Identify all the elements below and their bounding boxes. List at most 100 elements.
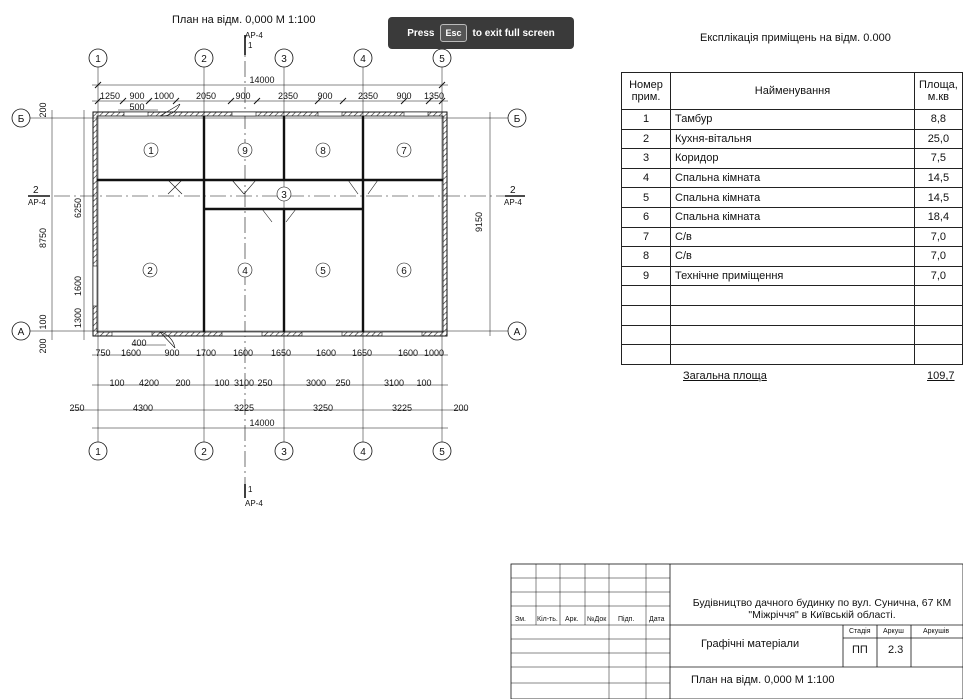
svg-text:1350: 1350 [424,91,444,101]
header-area: Площа, м.кв [914,72,963,110]
svg-text:100: 100 [38,314,48,329]
svg-text:1600: 1600 [73,276,83,296]
axis-bubbles-bottom: 1 2 3 4 5 [88,441,452,461]
stamp-col-doc: №Док [587,616,607,623]
section2-num-left: 2 [33,185,39,196]
svg-text:200: 200 [38,338,48,353]
svg-text:900: 900 [129,91,144,101]
svg-text:1600: 1600 [398,348,418,358]
svg-text:3: 3 [281,190,287,201]
top-dimensions [92,81,448,111]
title-block: Зм. Кіл-ть. Арк. №Док Підп. Дата Будівни… [511,564,963,699]
toast-press: Press [407,27,435,39]
bottom-total-dim: 14000 [249,418,274,428]
stamp-project: Будівництво дачного будинку по вул. Суни… [692,597,952,621]
svg-text:2: 2 [147,266,153,277]
section2-ref-right: АР-4 [504,198,522,207]
svg-text:5: 5 [439,447,445,458]
building-walls [92,103,448,349]
bottom-dim-labels-1: 750 1600 900 1700 1600 1650 1600 1650 16… [95,338,444,358]
esc-key-badge: Esc [440,24,467,42]
svg-text:3: 3 [281,447,287,458]
svg-text:2050: 2050 [196,91,216,101]
svg-text:5: 5 [439,54,445,65]
svg-text:3000: 3000 [306,378,326,388]
stamp-stage: ПП [852,644,868,656]
svg-text:3100: 3100 [384,378,404,388]
stamp-col-pidp: Підп. [618,616,635,623]
svg-text:1700: 1700 [196,348,216,358]
svg-text:400: 400 [131,338,146,348]
svg-text:900: 900 [235,91,250,101]
stamp-sheet-label: Аркуш [883,628,904,635]
svg-text:200: 200 [38,102,48,117]
plan-title: План на відм. 0,000 М 1:100 [172,14,316,26]
stamp-drawing: План на відм. 0,000 М 1:100 [691,674,835,686]
table-row-empty [621,324,963,346]
svg-text:3100: 3100 [234,378,254,388]
svg-text:1600: 1600 [121,348,141,358]
svg-text:6: 6 [401,266,407,277]
title-block-frame [510,563,963,699]
stamp-col-zm: Зм. [515,616,526,623]
svg-text:1300: 1300 [73,308,83,328]
section-ref-bottom: АР-4 [245,499,263,508]
svg-text:4200: 4200 [139,378,159,388]
svg-text:1600: 1600 [316,348,336,358]
left-dimensions [51,110,491,340]
svg-text:3250: 3250 [313,403,333,413]
svg-text:250: 250 [335,378,350,388]
right-dim: 9150 [474,212,484,232]
svg-text:8: 8 [320,146,326,157]
svg-text:1000: 1000 [154,91,174,101]
svg-text:1: 1 [95,447,101,458]
svg-text:2: 2 [201,447,207,458]
svg-text:3225: 3225 [392,403,412,413]
svg-text:1000: 1000 [424,348,444,358]
svg-text:3: 3 [281,54,287,65]
svg-text:9: 9 [242,146,248,157]
svg-text:1: 1 [148,146,154,157]
room-number-bubbles: 1 9 8 7 3 2 4 5 6 [142,142,412,278]
svg-text:4: 4 [242,266,248,277]
svg-text:4300: 4300 [133,403,153,413]
svg-text:7: 7 [401,146,407,157]
total-area-label: Загальна площа [683,370,767,382]
toast-rest: to exit full screen [472,27,555,39]
svg-text:2350: 2350 [278,91,298,101]
svg-text:250: 250 [69,403,84,413]
section-ref-top: АР-4 [245,31,263,40]
svg-text:900: 900 [317,91,332,101]
svg-text:8750: 8750 [38,228,48,248]
svg-text:3225: 3225 [234,403,254,413]
top-dim-labels: 1250 900 1000 2050 900 2350 900 2350 900… [100,91,444,112]
svg-text:4: 4 [360,447,366,458]
svg-text:250: 250 [257,378,272,388]
svg-text:Б: Б [514,114,521,125]
svg-text:6250: 6250 [73,198,83,218]
svg-text:2: 2 [201,54,207,65]
header-num: Номер прим. [621,72,671,110]
svg-text:1650: 1650 [352,348,372,358]
svg-text:100: 100 [109,378,124,388]
table-row-empty [621,304,963,326]
bottom-dim-labels-2: 100 4200 200 100 3100 250 3000 250 3100 … [109,378,431,388]
svg-text:100: 100 [416,378,431,388]
explication-title: Експлікація приміщень на відм. 0.000 [700,32,891,44]
svg-text:А: А [18,327,25,338]
left-dim-labels: 200 6250 8750 1600 1300 100 200 [38,102,83,353]
section-num-bottom: 1 [248,485,253,494]
stamp-section: Графічні матеріали [701,638,800,650]
svg-text:5: 5 [320,266,326,277]
table-header-row: Номер прим. Найменування Площа, м.кв [621,72,963,110]
svg-text:1650: 1650 [271,348,291,358]
svg-text:2350: 2350 [358,91,378,101]
